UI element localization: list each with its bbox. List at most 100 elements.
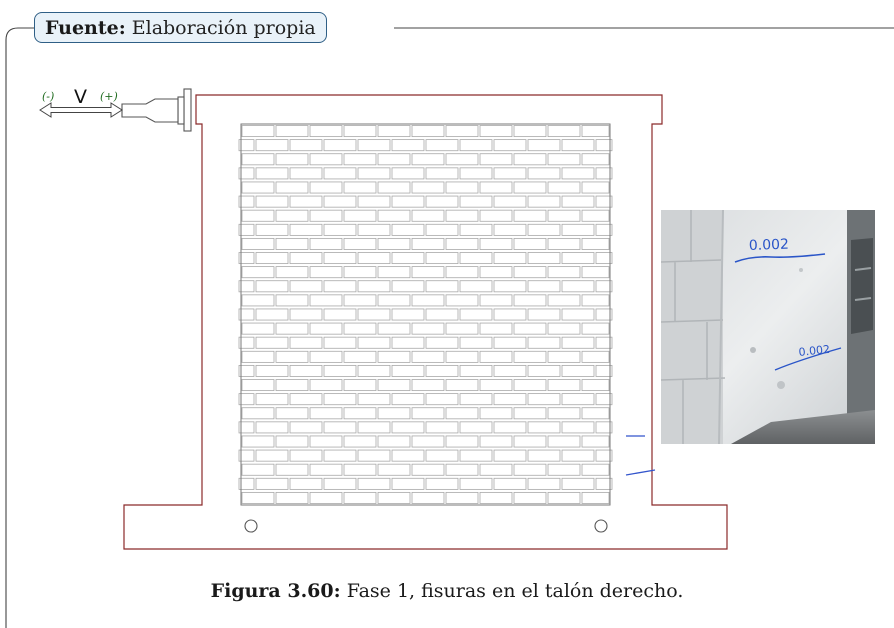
- brick: [479, 491, 513, 504]
- brick: [411, 266, 445, 279]
- brick: [493, 195, 527, 208]
- brick: [513, 237, 547, 250]
- brick: [581, 435, 610, 448]
- brick: [377, 153, 411, 166]
- brick: [479, 153, 513, 166]
- brick: [391, 280, 425, 293]
- brick: [309, 379, 343, 392]
- brick: [289, 421, 323, 434]
- load-double-arrow: [39, 102, 123, 118]
- brick: [241, 322, 275, 335]
- brick: [309, 237, 343, 250]
- brick: [357, 139, 391, 152]
- brick: [513, 209, 547, 222]
- brick: [377, 379, 411, 392]
- brick: [309, 125, 343, 138]
- brick: [547, 322, 581, 335]
- anchor-hole-right: [594, 519, 608, 533]
- brick: [547, 153, 581, 166]
- brick: [255, 280, 289, 293]
- brick: [561, 308, 595, 321]
- brick: [493, 393, 527, 406]
- brick: [493, 449, 527, 462]
- brick: [255, 139, 289, 152]
- brick: [411, 209, 445, 222]
- brick: [343, 379, 377, 392]
- brick: [581, 322, 610, 335]
- brick: [479, 266, 513, 279]
- brick: [527, 449, 561, 462]
- brick: [581, 379, 610, 392]
- brick: [561, 421, 595, 434]
- brick: [459, 167, 493, 180]
- brick: [411, 463, 445, 476]
- brick: [357, 336, 391, 349]
- brick: [357, 477, 391, 490]
- brick: [459, 252, 493, 265]
- brick: [479, 322, 513, 335]
- brick: [275, 463, 309, 476]
- brick: [255, 477, 289, 490]
- brick: [479, 181, 513, 194]
- brick: [561, 477, 595, 490]
- brick: [561, 195, 595, 208]
- brick: [241, 435, 275, 448]
- crack-photo: 0.002 0.002: [661, 210, 875, 444]
- brick: [411, 153, 445, 166]
- brick: [377, 181, 411, 194]
- brick: [377, 209, 411, 222]
- brick: [493, 477, 527, 490]
- brick: [357, 421, 391, 434]
- brick: [323, 449, 357, 462]
- actuator: [121, 88, 192, 132]
- brick: [255, 336, 289, 349]
- brick: [527, 393, 561, 406]
- brick: [425, 252, 459, 265]
- brick: [289, 223, 323, 236]
- brick: [289, 195, 323, 208]
- brick: [561, 223, 595, 236]
- brick: [425, 477, 459, 490]
- brick: [581, 209, 610, 222]
- brick: [357, 195, 391, 208]
- brick: [241, 266, 275, 279]
- brick: [595, 449, 613, 462]
- brick: [411, 125, 445, 138]
- brick: [459, 308, 493, 321]
- brick: [459, 477, 493, 490]
- brick: [459, 393, 493, 406]
- brick: [425, 167, 459, 180]
- brick: [513, 350, 547, 363]
- brick: [343, 463, 377, 476]
- brick: [411, 350, 445, 363]
- brick: [479, 407, 513, 420]
- brick: [255, 393, 289, 406]
- brick: [275, 153, 309, 166]
- brick: [357, 252, 391, 265]
- brick: [357, 364, 391, 377]
- brick: [377, 407, 411, 420]
- brick: [343, 322, 377, 335]
- brick: [581, 153, 610, 166]
- brick: [547, 266, 581, 279]
- brick: [377, 435, 411, 448]
- crack-photo-label-2: 0.002: [798, 343, 831, 359]
- brick: [425, 280, 459, 293]
- brick: [527, 223, 561, 236]
- brick: [581, 294, 610, 307]
- brick: [547, 350, 581, 363]
- brick: [289, 449, 323, 462]
- brick: [527, 139, 561, 152]
- brick: [391, 477, 425, 490]
- brick: [343, 266, 377, 279]
- brick: [343, 153, 377, 166]
- brick: [238, 223, 255, 236]
- brick: [513, 181, 547, 194]
- brick: [445, 435, 479, 448]
- brick: [595, 393, 613, 406]
- brick: [411, 181, 445, 194]
- brick: [445, 350, 479, 363]
- brick: [595, 252, 613, 265]
- brick: [595, 308, 613, 321]
- brick: [309, 407, 343, 420]
